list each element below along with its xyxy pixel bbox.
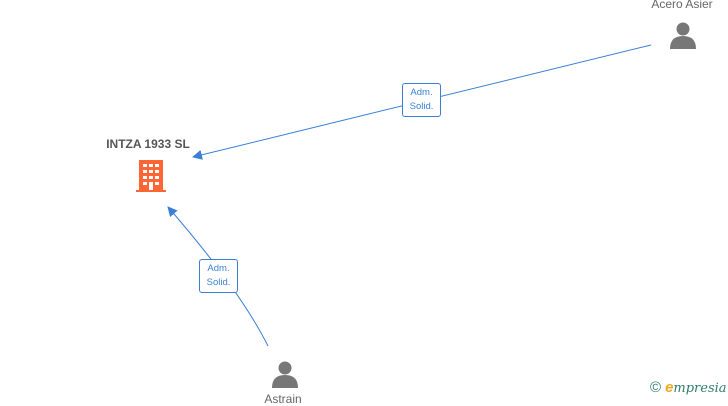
person-label-astrain[interactable]: Astrain (264, 392, 302, 406)
company-label[interactable]: INTZA 1933 SL (106, 137, 190, 151)
person-icon[interactable] (669, 21, 697, 49)
person-label-acero[interactable]: Acero Asier (651, 0, 713, 11)
person-icon[interactable] (271, 360, 299, 388)
brand-name: mpresia (673, 381, 727, 396)
relation-role: Adm. (410, 87, 433, 98)
relation-type: Solid. (409, 101, 434, 112)
brand-logo: ©empresia (650, 379, 727, 396)
relation-type: Solid. (206, 277, 231, 288)
building-icon[interactable] (136, 160, 166, 192)
brand-initial: e (665, 379, 674, 396)
copyright-icon: © (650, 379, 662, 396)
relation-role: Adm. (207, 263, 230, 274)
relation-badge-acero[interactable]: Adm. Solid. (402, 83, 441, 117)
relation-badge-astrain[interactable]: Adm. Solid. (199, 259, 238, 293)
